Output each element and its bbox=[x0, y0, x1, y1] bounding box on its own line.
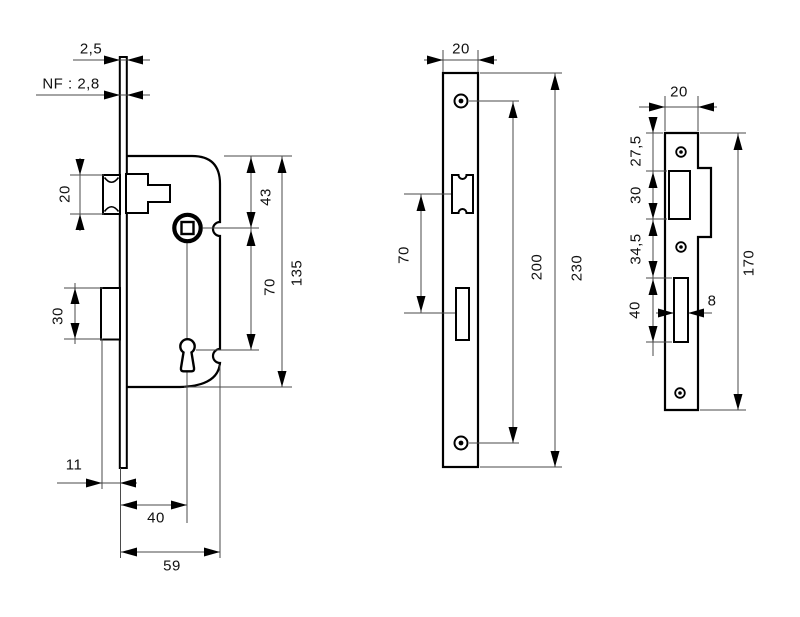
dim-backset: 40 bbox=[147, 509, 165, 527]
dim-screw-hole-spacing: 200 bbox=[528, 253, 546, 281]
lock-case-outline bbox=[125, 154, 222, 389]
dim-cutout-centers: 70 bbox=[395, 246, 413, 264]
dim-strike-bolt-cutout: 40 bbox=[626, 301, 644, 319]
dim-faceplate-width: 20 bbox=[452, 40, 470, 58]
keyhole bbox=[179, 338, 196, 373]
dim-case-height: 135 bbox=[288, 259, 306, 287]
dim-top-to-follower: 43 bbox=[257, 188, 275, 206]
dim-deadbolt-height: 30 bbox=[49, 307, 67, 325]
faceplate-outline bbox=[441, 71, 480, 469]
dim-faceplate-thickness: 2,5 bbox=[79, 40, 103, 58]
dim-strike-bolt-cutout-width: 8 bbox=[707, 292, 717, 310]
faceplate-view bbox=[404, 50, 562, 469]
deadbolt-cutout bbox=[455, 287, 470, 341]
dim-faceplate-length: 230 bbox=[568, 254, 586, 282]
latch-bevel-line-top bbox=[103, 177, 120, 184]
strike-latch-cutout bbox=[668, 170, 691, 220]
latch-cutout bbox=[451, 174, 474, 214]
latch-bevel-line-bottom bbox=[103, 205, 120, 212]
dim-strike-width: 20 bbox=[670, 83, 688, 101]
dim-strike-cutout-gap: 34,5 bbox=[627, 233, 645, 265]
dim-follower-to-keyhole: 70 bbox=[261, 278, 279, 296]
side-view bbox=[36, 55, 292, 558]
strike-plate-view bbox=[639, 96, 746, 412]
dim-nf-thickness: NF : 2,8 bbox=[42, 75, 100, 93]
faceplate-edge bbox=[118, 56, 128, 469]
deadbolt bbox=[100, 287, 121, 341]
strike-deadbolt-cutout bbox=[673, 277, 689, 343]
dim-strike-latch-cutout: 30 bbox=[627, 186, 645, 204]
dim-strike-top-offset: 27,5 bbox=[627, 135, 645, 167]
dim-case-depth: 59 bbox=[163, 557, 181, 575]
follower-square-hole bbox=[180, 220, 195, 236]
dim-deadbolt-throw: 11 bbox=[65, 456, 83, 474]
dim-strike-length: 170 bbox=[740, 249, 758, 277]
latch-bolt-body bbox=[125, 173, 171, 214]
latch-bolt-head bbox=[102, 174, 121, 215]
dim-latch-height: 20 bbox=[56, 185, 74, 203]
